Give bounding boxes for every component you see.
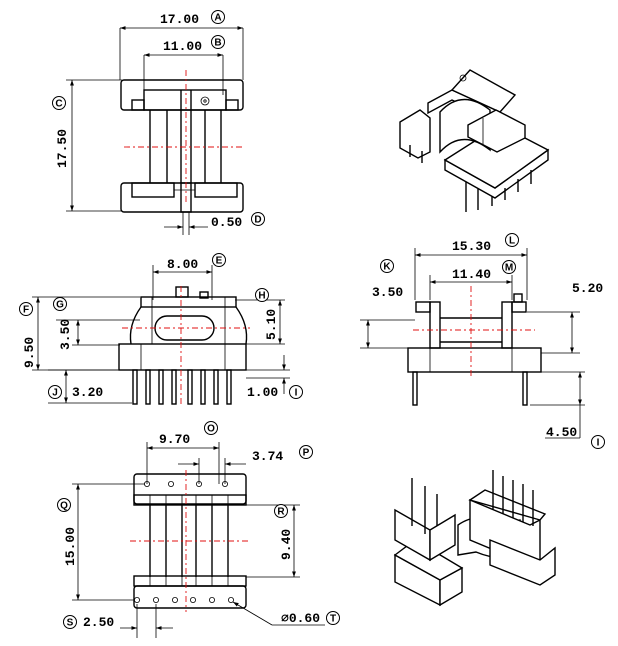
isometric-view-bottom [393, 470, 556, 607]
tag-t-marker [326, 611, 340, 625]
tag-k-marker [380, 259, 394, 273]
dim-dia-0-60-value: ⌀0.60 [281, 611, 320, 626]
front-pins [132, 369, 232, 405]
tag-f-letter: F [23, 305, 29, 316]
tag-r-marker [274, 504, 288, 518]
dim-9-40-value: 9.40 [279, 529, 294, 560]
tag-d-letter: D [254, 215, 261, 226]
dim-8-00-value: 8.00 [167, 257, 198, 272]
tag-c-marker [52, 96, 66, 110]
tag-k-letter: K [383, 262, 391, 273]
tag-q-letter: Q [60, 501, 68, 512]
tag-s-letter: S [67, 618, 74, 629]
tag-l-marker [505, 233, 519, 247]
tag-o-marker [204, 421, 218, 435]
tag-p-letter: P [303, 448, 310, 459]
isometric-view-top [399, 69, 550, 212]
tag-g-letter: G [56, 300, 64, 311]
side-view: 15.30 L 11.40 M K 3.50 5.20 [360, 233, 605, 449]
dim-3-50-g-value: 3.50 [58, 319, 73, 350]
dim-11-40-value: 11.40 [452, 267, 491, 282]
tag-e-letter: E [216, 256, 223, 267]
tag-i-marker-front [289, 385, 303, 399]
tag-o-letter: O [207, 424, 215, 435]
top-view: 17.00 A 11.00 B 17.50 C [52, 10, 265, 235]
tag-m-letter: M [505, 263, 513, 274]
dim-0-50-value: 0.50 [211, 215, 242, 230]
dim-15-00-value: 15.00 [63, 527, 78, 566]
tag-b-marker [211, 35, 225, 49]
dim-5-20-value: 5.20 [572, 281, 603, 296]
tag-j-marker [48, 385, 62, 399]
tag-h-letter: H [258, 291, 265, 302]
dim-9-50-value: 9.50 [22, 337, 37, 368]
dim-3-20-value: 3.20 [72, 385, 103, 400]
tag-a-marker [211, 10, 225, 24]
dim-11-00-value: 11.00 [163, 39, 202, 54]
dim-1-00-value: 1.00 [247, 385, 278, 400]
tag-p-marker [299, 445, 313, 459]
tag-a-letter: A [214, 13, 221, 24]
tag-e-marker [212, 253, 226, 267]
tag-d-marker [251, 212, 265, 226]
dim-4-50-value: 4.50 [546, 425, 577, 440]
tag-j-letter: J [52, 388, 58, 399]
tag-t-letter: T [330, 614, 336, 625]
tag-h-marker [255, 288, 269, 302]
tag-f-marker [19, 302, 33, 316]
tag-l-letter: L [509, 236, 515, 247]
tag-g-marker [53, 297, 67, 311]
tag-m-marker [502, 260, 516, 274]
tag-c-letter: C [55, 99, 62, 110]
dim-9-70-value: 9.70 [159, 432, 190, 447]
tag-i-letter-front: I [295, 388, 298, 399]
tag-i-letter-side: I [597, 438, 600, 449]
tag-r-letter: R [277, 507, 285, 518]
dim-2-50-value: 2.50 [83, 615, 114, 630]
tag-q-marker [57, 498, 71, 512]
dim-5-10-value: 5.10 [264, 309, 279, 340]
dim-17-00-value: 17.00 [160, 12, 199, 27]
tag-b-letter: B [214, 38, 221, 49]
tag-s-marker [63, 615, 77, 629]
dim-15-30-value: 15.30 [452, 239, 491, 254]
dim-3-74-value: 3.74 [252, 449, 283, 464]
tag-i-marker-side [591, 435, 605, 449]
dim-3-50-k-value: 3.50 [372, 285, 403, 300]
bottom-view: 9.70 O 3.74 P 15.00 Q 9.40 R [57, 421, 340, 638]
dim-17-50-value: 17.50 [55, 129, 70, 168]
front-view: 8.00 E 9.50 F 3.50 G 5.10 H [19, 253, 303, 405]
